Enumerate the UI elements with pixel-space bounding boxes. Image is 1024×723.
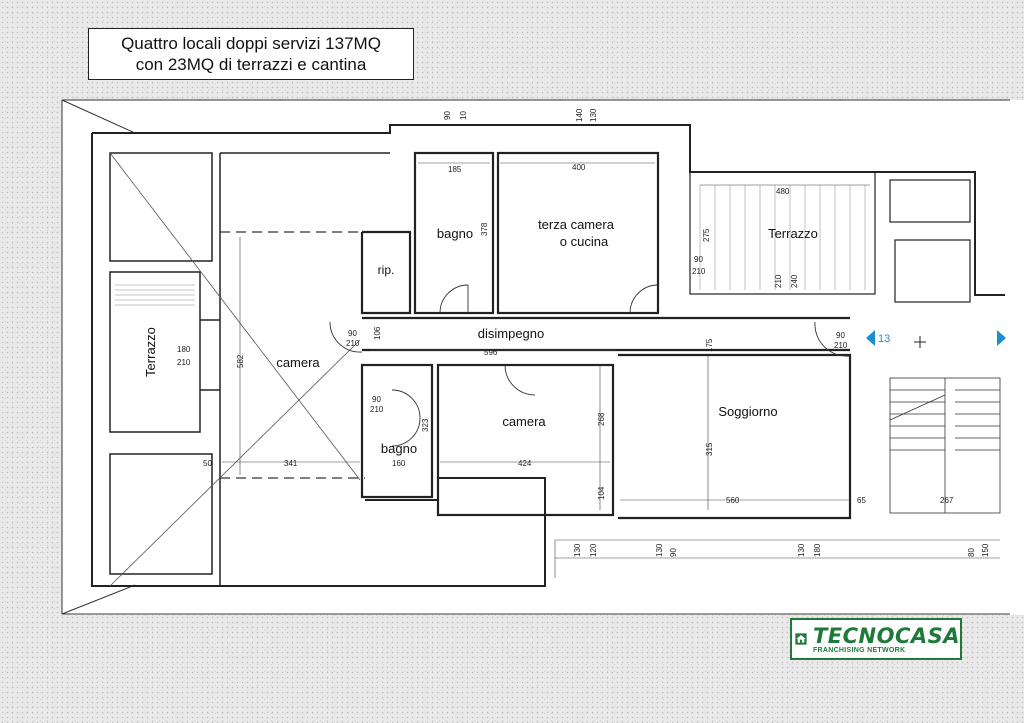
terrace-hatch-right <box>699 185 866 290</box>
camera-mid-label: camera <box>502 414 546 429</box>
compass-icon <box>914 336 926 348</box>
rip-label: rip. <box>378 263 395 277</box>
left-wing <box>109 152 390 586</box>
dim-267: 267 <box>940 496 954 505</box>
dim-50: 50 <box>203 459 212 468</box>
dim-90d: 90 <box>372 395 381 404</box>
terrace-right <box>689 171 971 303</box>
dim-210e: 210 <box>370 405 384 414</box>
dim-104: 104 <box>597 486 606 500</box>
dim-90b: 90 <box>694 255 703 264</box>
dim-180: 180 <box>177 345 191 354</box>
stairs <box>889 377 1001 514</box>
dim-240: 240 <box>790 274 799 288</box>
title-box: Quattro locali doppi servizi 137MQ con 2… <box>88 28 414 80</box>
plan-paper <box>62 100 1024 615</box>
dim-582: 582 <box>236 354 245 368</box>
dim-90a: 90 <box>443 111 452 120</box>
title-line-2: con 23MQ di terrazzi e cantina <box>135 55 367 74</box>
dim-65: 65 <box>857 496 866 505</box>
dim-10a: 10 <box>459 111 468 120</box>
disimpegno-label: disimpegno <box>478 326 545 341</box>
internal-walls <box>360 151 852 520</box>
balcony-hatch-left <box>115 284 195 306</box>
dimension-lines <box>222 162 1000 578</box>
dim-130c: 130 <box>655 543 664 557</box>
dim-140: 140 <box>575 108 584 122</box>
dim-275: 275 <box>702 228 711 242</box>
dim-130d: 130 <box>797 543 806 557</box>
arrow-right-icon <box>997 330 1006 346</box>
dim-210a: 210 <box>692 267 706 276</box>
house-logo-icon <box>795 633 807 645</box>
door-swings <box>329 284 851 447</box>
dim-130: 130 <box>589 108 598 122</box>
dim-160: 160 <box>392 459 406 468</box>
terza-camera-label-1: terza camera <box>538 217 615 232</box>
dim-315: 315 <box>705 442 714 456</box>
terrazzo-left-label: Terrazzo <box>143 327 158 377</box>
dim-90e: 90 <box>836 331 845 340</box>
title-line-1: Quattro locali doppi servizi 137MQ <box>121 34 381 53</box>
dim-210b: 210 <box>774 274 783 288</box>
dim-400: 400 <box>572 163 586 172</box>
dim-560: 560 <box>726 496 740 505</box>
dim-80: 80 <box>967 548 976 557</box>
bagno-top-label: bagno <box>437 226 473 241</box>
terrazzo-right-label: Terrazzo <box>768 226 818 241</box>
dim-480: 480 <box>776 187 790 196</box>
logo-tagline: FRANCHISING NETWORK <box>812 646 906 654</box>
dim-130b: 130 <box>573 543 582 557</box>
camera-left-label: camera <box>276 355 320 370</box>
dim-210c: 210 <box>177 358 191 367</box>
soggiorno-label: Soggiorno <box>718 404 777 419</box>
dim-378: 378 <box>480 222 489 236</box>
logo-brand: TECNOCASA <box>812 623 960 648</box>
bagno-bottom-label: bagno <box>381 441 417 456</box>
tecnocasa-logo: TECNOCASA FRANCHISING NETWORK <box>790 618 962 660</box>
dim-185: 185 <box>448 165 462 174</box>
dim-150: 150 <box>981 543 990 557</box>
dim-90f: 90 <box>669 548 678 557</box>
dim-596: 596 <box>484 348 498 357</box>
dim-424: 424 <box>518 459 532 468</box>
arrow-left-icon <box>866 330 875 346</box>
dim-341: 341 <box>284 459 298 468</box>
dim-175: 175 <box>705 338 714 352</box>
apartment-number: 13 <box>878 333 890 345</box>
dim-268: 268 <box>597 412 606 426</box>
dim-180b: 180 <box>813 543 822 557</box>
outer-walls <box>91 124 1005 587</box>
dim-323: 323 <box>421 418 430 432</box>
camera-left-diagonals <box>109 152 361 587</box>
terza-camera-label-2: o cucina <box>560 234 609 249</box>
perspective-lines <box>61 99 1010 615</box>
dim-210f: 210 <box>834 341 848 350</box>
dim-106: 106 <box>373 326 382 340</box>
dim-210d: 210 <box>346 339 360 348</box>
dim-120: 120 <box>589 543 598 557</box>
dim-90c: 90 <box>348 329 357 338</box>
